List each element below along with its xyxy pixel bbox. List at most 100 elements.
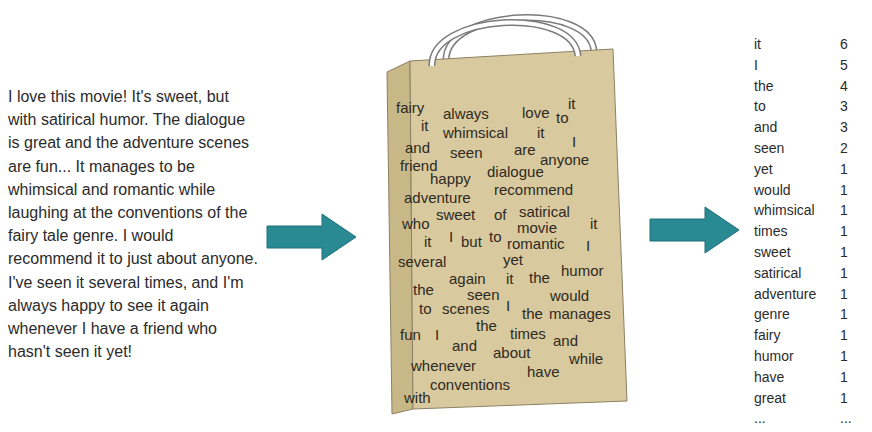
bag-word: have xyxy=(527,364,560,379)
bag-word: and xyxy=(553,333,578,348)
word-cell: times xyxy=(754,221,787,242)
word-cell: genre xyxy=(754,304,790,325)
word-cell: humor xyxy=(754,346,794,367)
count-cell: 1 xyxy=(840,263,848,284)
bag-word: conventions xyxy=(430,377,510,392)
bag-word: to xyxy=(556,110,569,125)
bag-word: movie xyxy=(517,220,557,235)
bag-handle xyxy=(432,22,578,66)
bag-word: again xyxy=(449,271,486,286)
review-text: I love this movie! It's sweet, but with … xyxy=(8,85,260,363)
bag-word: I xyxy=(572,134,576,149)
word-cell: would xyxy=(754,180,791,201)
word-cell: satirical xyxy=(754,263,801,284)
bag-word: I xyxy=(435,327,439,342)
bag-word: it xyxy=(421,118,429,133)
bag-word: of xyxy=(494,207,507,222)
bag-word: and xyxy=(405,140,430,155)
bag-word: it xyxy=(590,216,598,231)
word-cell: to xyxy=(754,96,766,117)
bag-word: who xyxy=(402,216,430,231)
bag-word: manages xyxy=(549,306,611,321)
count-cell: 1 xyxy=(840,221,848,242)
word-cell: the xyxy=(754,76,773,97)
bag-word: happy xyxy=(430,171,471,186)
bag-word: romantic xyxy=(507,236,565,251)
word-cell: adventure xyxy=(754,284,816,305)
word-cell: great xyxy=(754,388,786,409)
count-cell: 1 xyxy=(840,388,848,409)
bag-word: while xyxy=(569,351,603,366)
count-cell: 1 xyxy=(840,325,848,346)
bag-word: would xyxy=(550,288,589,303)
count-cell: 1 xyxy=(840,180,848,201)
count-cell: 1 xyxy=(840,346,848,367)
bag-word: recommend xyxy=(494,182,573,197)
count-cell: 1 xyxy=(840,304,848,325)
count-cell: ... xyxy=(840,408,852,429)
bag-word: to xyxy=(419,301,432,316)
bag-word: times xyxy=(510,326,546,341)
bag-word: it xyxy=(568,96,576,111)
count-cell: 3 xyxy=(840,96,848,117)
count-cell: 1 xyxy=(840,200,848,221)
flow-arrow xyxy=(650,207,739,253)
bag-word: yet xyxy=(503,252,523,267)
count-cell: 5 xyxy=(840,55,848,76)
bag-word: the xyxy=(413,282,434,297)
bag-word: the xyxy=(529,270,550,285)
bag-word: fairy xyxy=(396,100,424,115)
word-cell: yet xyxy=(754,159,773,180)
word-cell: it xyxy=(754,34,761,55)
bag-word: seen xyxy=(450,145,483,160)
word-cell: have xyxy=(754,367,784,388)
bag-word: I xyxy=(506,298,510,313)
bag-word: but xyxy=(461,234,482,249)
count-cell: 2 xyxy=(840,138,848,159)
bag-word: to xyxy=(489,229,502,244)
count-cell: 1 xyxy=(840,367,848,388)
word-cell: ... xyxy=(754,408,766,429)
count-cell: 1 xyxy=(840,284,848,305)
word-cell: and xyxy=(754,117,777,138)
bag-word: seen xyxy=(467,287,500,302)
word-bag: fairyalwayslovetoititwhimsicalitIandseen… xyxy=(383,40,631,416)
bag-word: about xyxy=(493,345,531,360)
bag-word: satirical xyxy=(519,204,570,219)
bag-word: whenever xyxy=(411,358,476,373)
bag-word: scenes xyxy=(442,301,490,316)
bag-word: and xyxy=(452,338,477,353)
word-cell: fairy xyxy=(754,325,780,346)
bag-word: the xyxy=(476,318,497,333)
word-cell: sweet xyxy=(754,242,791,263)
count-cell: 1 xyxy=(840,159,848,180)
bag-word: several xyxy=(398,254,446,269)
word-cell: whimsical xyxy=(754,200,815,221)
bag-word: whimsical xyxy=(443,125,508,140)
bag-word: I xyxy=(586,238,590,253)
count-cell: 1 xyxy=(840,242,848,263)
bag-front xyxy=(410,49,627,409)
count-cell: 6 xyxy=(840,34,848,55)
word-cell: seen xyxy=(754,138,784,159)
bag-word: the xyxy=(522,306,543,321)
bag-word: humor xyxy=(561,263,604,278)
bag-word: it xyxy=(424,234,432,249)
bag-word: it xyxy=(537,125,545,140)
bag-word: are xyxy=(514,142,536,157)
count-cell: 3 xyxy=(840,117,848,138)
bag-word: fun xyxy=(400,327,421,342)
bag-word: it xyxy=(506,271,514,286)
word-cell: I xyxy=(754,55,758,76)
count-cell: 4 xyxy=(840,76,848,97)
flow-arrow xyxy=(267,214,356,260)
bag-word: always xyxy=(443,106,489,121)
bag-word: sweet xyxy=(436,207,475,222)
bag-handle xyxy=(432,22,578,66)
bag-word: love xyxy=(522,105,550,120)
bag-word: anyone xyxy=(540,152,589,167)
bag-word: adventure xyxy=(404,190,471,205)
bag-word: I xyxy=(449,229,453,244)
bag-word: with xyxy=(404,390,431,405)
